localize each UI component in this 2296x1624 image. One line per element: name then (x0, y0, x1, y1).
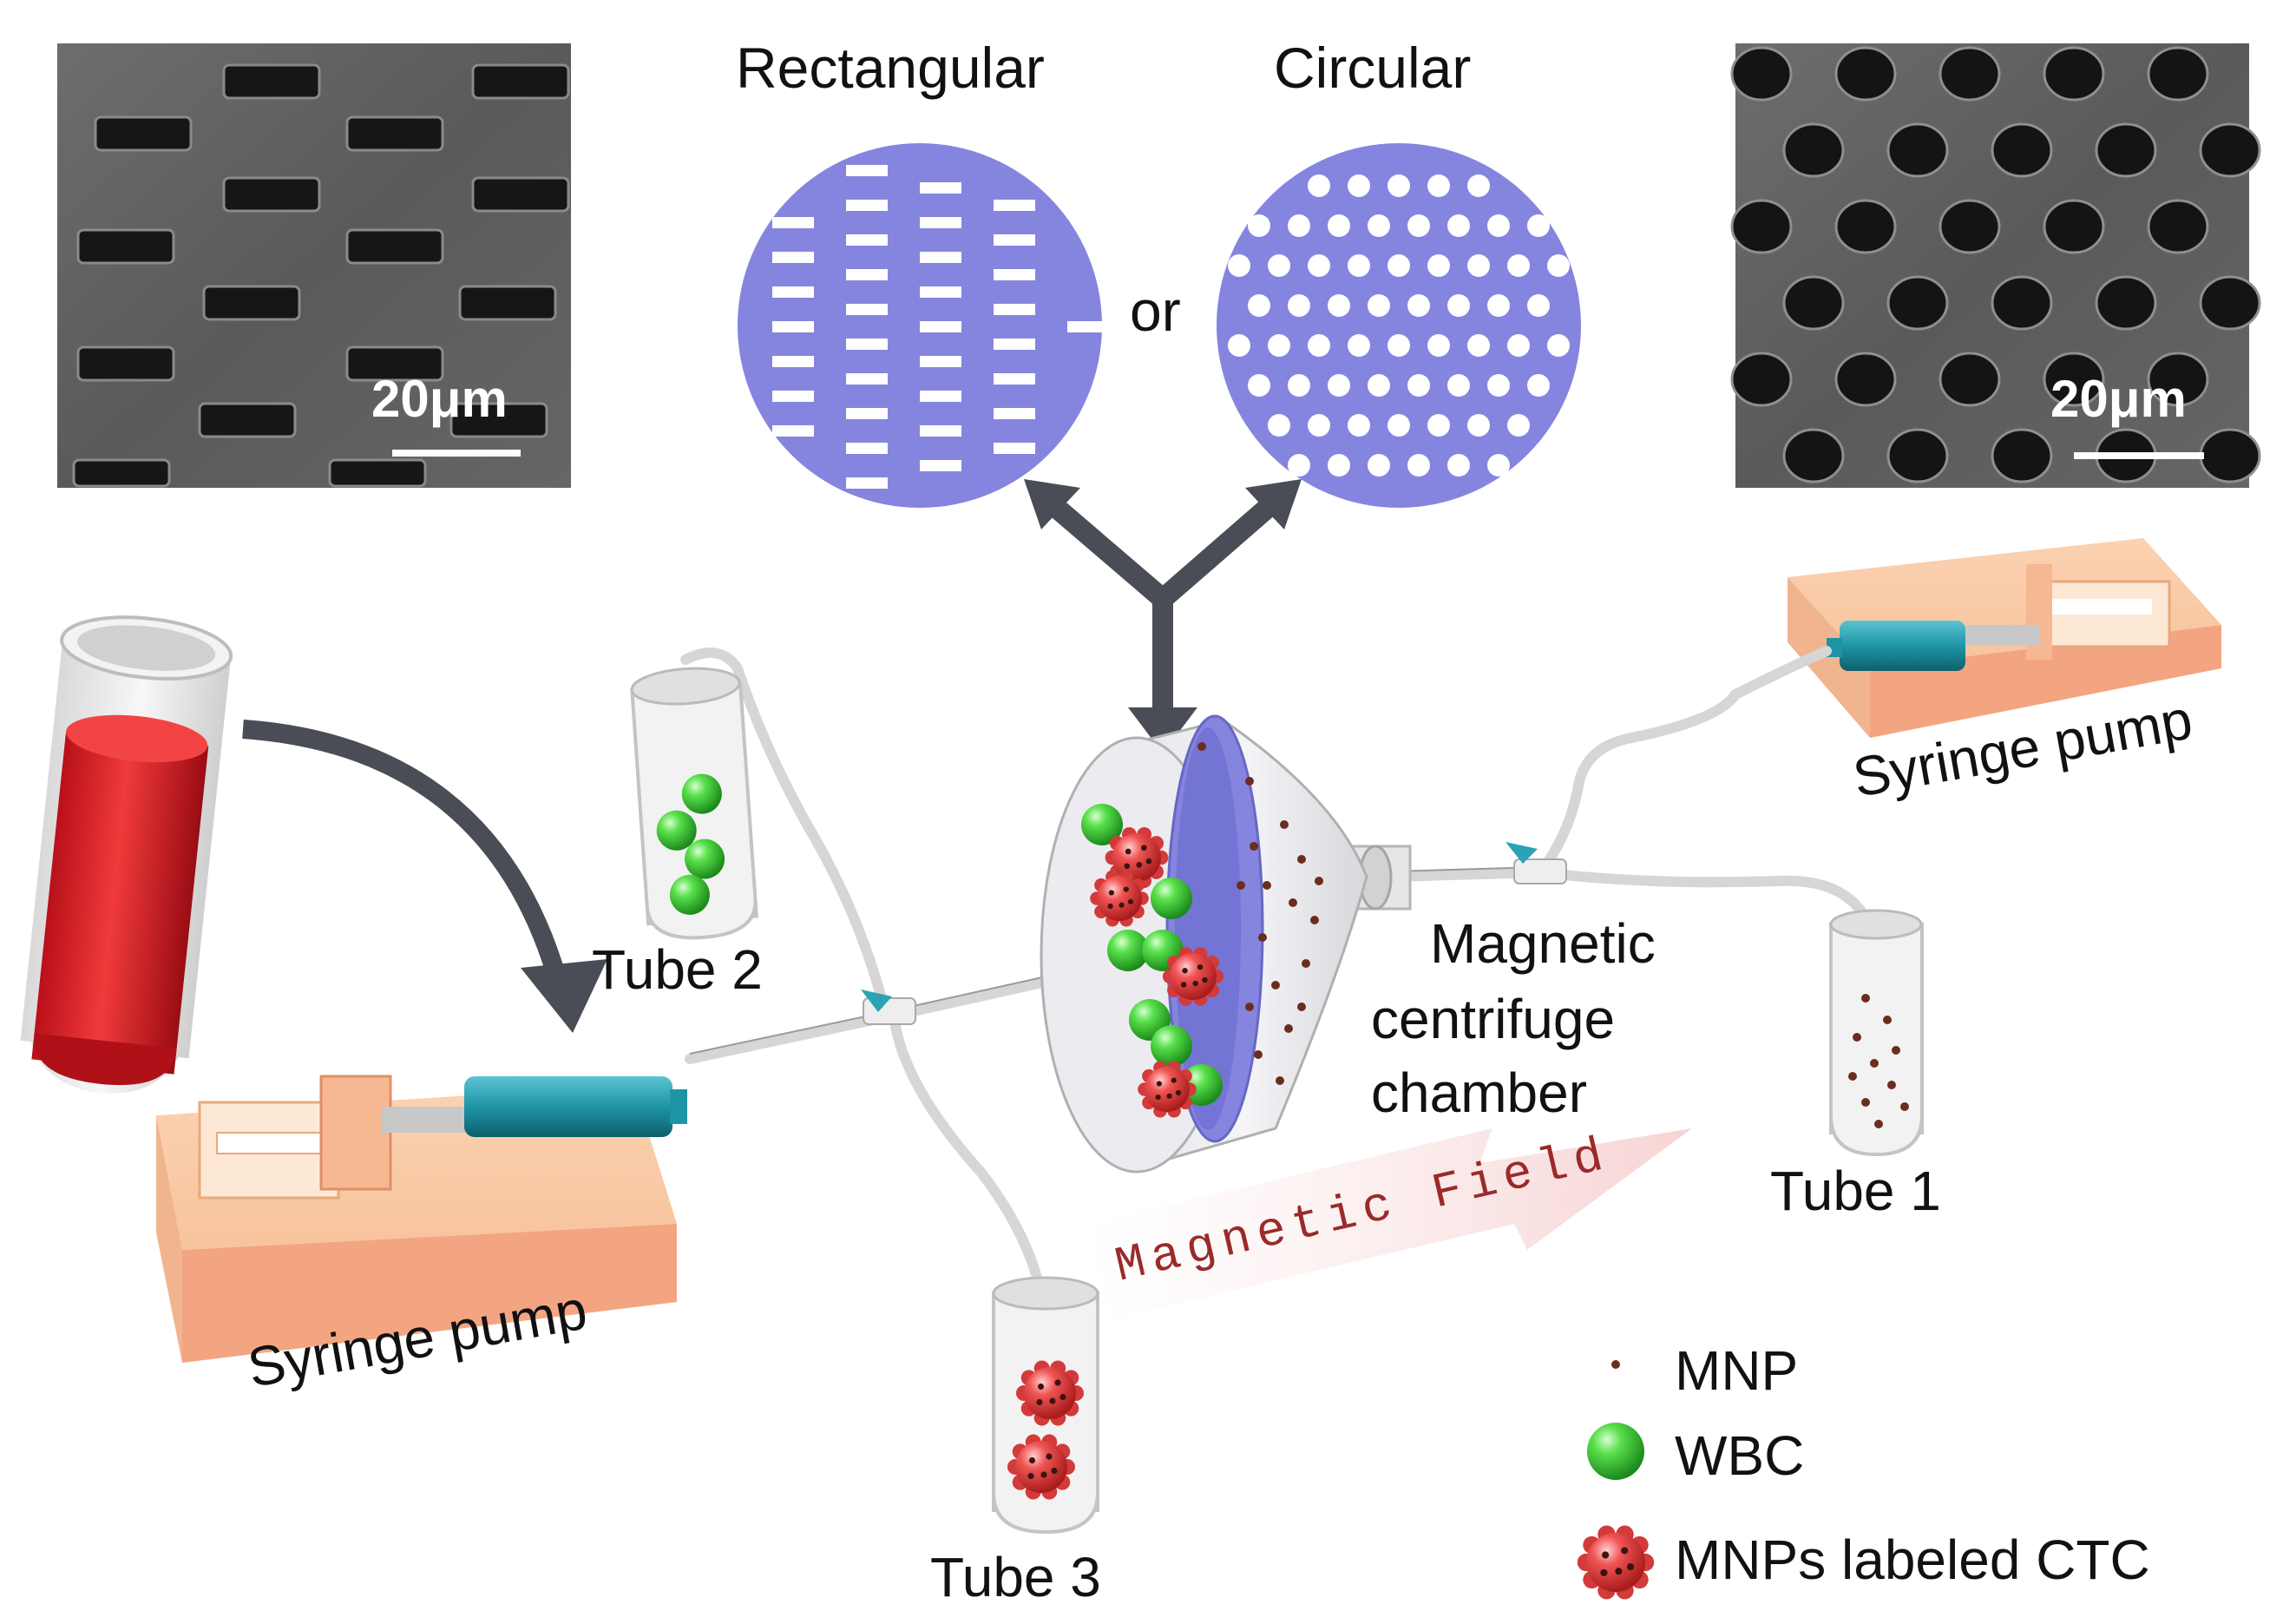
chamber-label-line1: Magnetic (1430, 912, 1656, 975)
sem-image-circular-pores (1730, 43, 2261, 488)
circular-filter-disc (1217, 143, 1581, 508)
rectangular-filter-disc (738, 143, 1109, 508)
left-syringe-pump (156, 1075, 687, 1363)
chamber-label-line3: chamber (1371, 1062, 1587, 1124)
ctc-red-spiky-sphere-icon (1577, 1525, 1655, 1600)
tube-2-label: Tube 2 (592, 938, 763, 1001)
y-arrow (1034, 486, 1289, 720)
sem-image-rectangular-pores (57, 43, 571, 488)
legend-label-ctc: MNPs labeled CTC (1675, 1529, 2150, 1591)
or-label: or (1130, 279, 1181, 343)
left-three-way-connector (861, 990, 916, 1025)
rectangular-label: Rectangular (736, 36, 1045, 100)
right-syringe-pump (1788, 538, 2221, 738)
legend-label-wbc: WBC (1675, 1424, 1805, 1487)
blood-sample-tube (20, 615, 233, 1094)
magnetic-centrifuge-chamber (1040, 714, 1412, 1174)
right-three-way-connector (1506, 842, 1567, 884)
tube-2-wbc (630, 667, 758, 940)
right-scale-label: 20μm (2050, 370, 2187, 428)
circular-label: Circular (1274, 36, 1472, 100)
legend-label-mnp: MNP (1675, 1339, 1799, 1402)
tube-1-label: Tube 1 (1770, 1160, 1941, 1222)
tube-1-mnp (1829, 909, 1924, 1157)
tube-3-label: Tube 3 (930, 1546, 1101, 1608)
wbc-green-sphere-icon (1587, 1423, 1644, 1480)
chamber-label-line2: centrifuge (1371, 988, 1616, 1050)
mnp-dot-icon (1611, 1360, 1620, 1369)
curved-transfer-arrow (242, 720, 565, 976)
tube-3-ctc (992, 1276, 1099, 1535)
left-scale-label: 20μm (371, 370, 508, 428)
